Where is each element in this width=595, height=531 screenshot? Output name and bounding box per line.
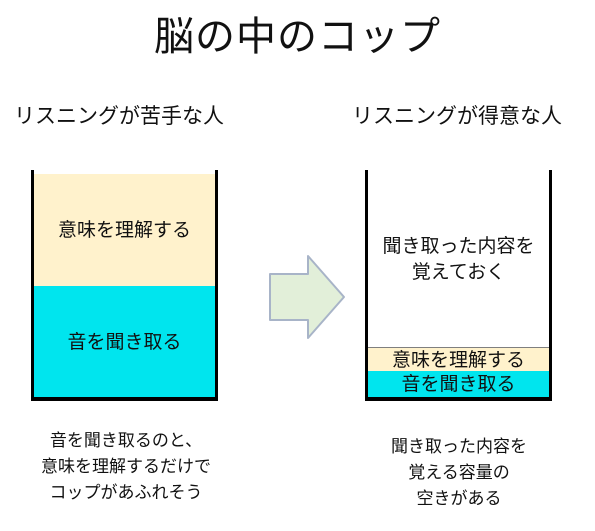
left-cup-meaning-label: 意味を理解する xyxy=(57,219,191,241)
left-cup-wall-right xyxy=(215,170,218,401)
right-cup-wall-left xyxy=(365,170,368,401)
right-cup-wall-right xyxy=(549,170,552,401)
left-caption-line: 意味を理解するだけで xyxy=(41,457,211,477)
right-caption-line: 空きがある xyxy=(416,489,502,509)
right-caption-line: 聞き取った内容を xyxy=(391,437,527,457)
left-cup-base xyxy=(31,397,218,401)
right-cup-hearing-layer: 音を聞き取る xyxy=(365,371,552,397)
right-cup-meaning-layer: 意味を理解する xyxy=(365,347,552,372)
left-caption-line: コップがあふれそう xyxy=(49,483,203,503)
right-cup-base xyxy=(365,397,552,401)
left-cup-hearing-layer: 音を聞き取る xyxy=(31,286,218,397)
right-caption: 聞き取った内容を 覚える容量の 空きがある xyxy=(348,434,570,512)
page-title: 脳の中のコップ xyxy=(154,14,441,60)
right-caption-line: 覚える容量の xyxy=(408,463,510,483)
left-heading: リスニングが苦手な人 xyxy=(14,104,224,128)
left-cup-hearing-label: 音を聞き取る xyxy=(67,330,182,353)
right-cup-meaning-label: 意味を理解する xyxy=(391,348,525,371)
left-cup: 意味を理解する 音を聞き取る xyxy=(31,170,218,401)
left-cup-meaning-layer: 意味を理解する xyxy=(31,174,218,286)
left-cup-wall-left xyxy=(31,170,34,401)
right-cup-free-space: 聞き取った内容を 覚えておく xyxy=(368,170,549,348)
right-cup: 聞き取った内容を 覚えておく 意味を理解する 音を聞き取る xyxy=(365,170,552,401)
right-heading: リスニングが得意な人 xyxy=(352,104,562,128)
left-caption: 音を聞き取るのと、 意味を理解するだけで コップがあふれそう xyxy=(4,428,248,506)
right-cup-space-line: 聞き取った内容を xyxy=(382,235,535,257)
right-cup-hearing-label: 音を聞き取る xyxy=(401,373,516,395)
right-cup-space-line: 覚えておく xyxy=(411,261,506,283)
right-arrow-icon xyxy=(269,255,345,339)
left-caption-line: 音を聞き取るのと、 xyxy=(49,431,203,451)
